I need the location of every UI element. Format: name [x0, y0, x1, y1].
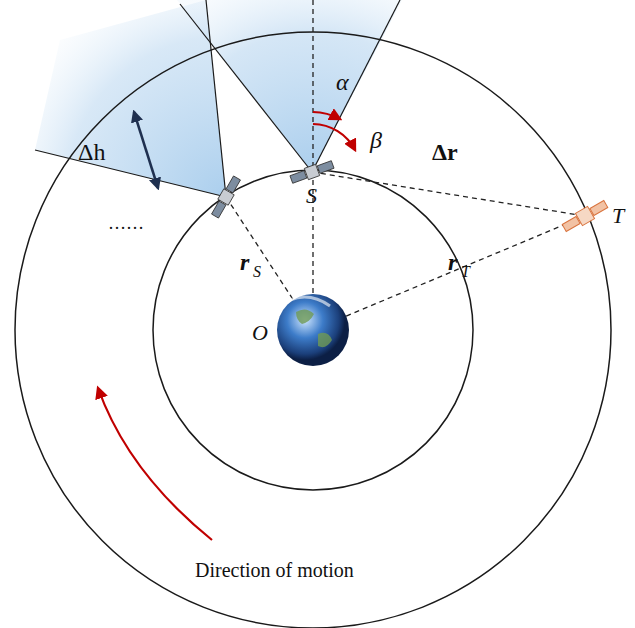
earth-land — [296, 309, 332, 347]
angle-label: α — [336, 70, 349, 94]
point-label: T — [612, 205, 624, 227]
vector-label: r — [448, 250, 457, 274]
subscript-label: S — [253, 264, 261, 280]
vector-label: Δr — [432, 140, 458, 164]
height-arrow — [134, 112, 158, 188]
cone-edge — [180, 4, 312, 172]
caption-text: Direction of motion — [195, 560, 354, 580]
satellite — [210, 175, 242, 219]
target-satellite — [561, 198, 610, 234]
point-label: S — [306, 185, 317, 207]
cone-edge — [35, 150, 226, 197]
cone-edge — [206, 0, 226, 197]
height-label: Δh — [78, 140, 105, 164]
earth — [277, 294, 349, 366]
radial-line — [313, 216, 585, 330]
subscript-label: T — [461, 264, 470, 280]
vector-label: r — [240, 250, 249, 274]
cone-edge — [312, 0, 400, 172]
earth-cloud — [290, 297, 330, 306]
angle-arc — [313, 124, 355, 150]
point-label: O — [252, 322, 268, 344]
satellite — [289, 159, 334, 185]
motion-arrow — [98, 388, 212, 540]
angle-arc — [313, 112, 340, 119]
relative-vector — [312, 172, 585, 216]
ellipsis-label: …… — [108, 214, 144, 232]
angle-label: β — [370, 128, 382, 152]
